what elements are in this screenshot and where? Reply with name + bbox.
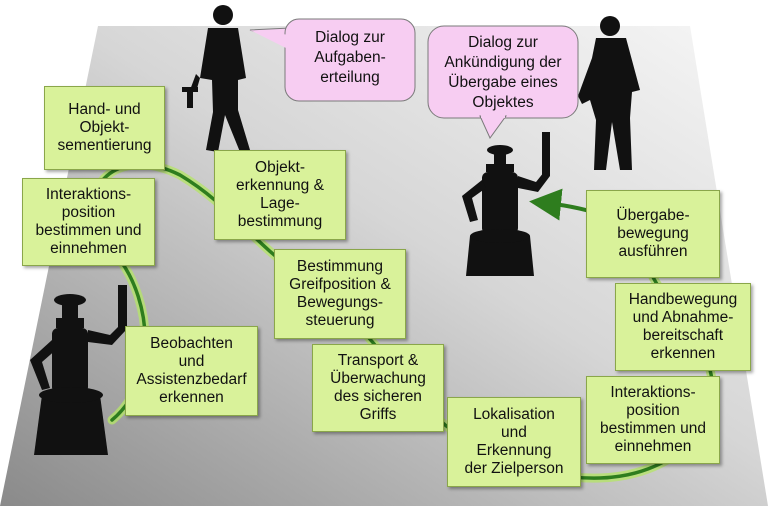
- step-observe-assist: Beobachten und Assistenzbedarf erkennen: [125, 326, 258, 416]
- step-interaction-position-1: Interaktions- position bestimmen und ein…: [22, 178, 155, 266]
- speech-bubble-handover: [427, 25, 579, 139]
- step-hand-movement: Handbewegung und Abnahme- bereitschaft e…: [615, 283, 751, 371]
- bubble-text-task: Dialog zur Aufgaben- erteilung: [314, 29, 386, 86]
- robot-left-icon: [30, 285, 127, 455]
- bubble-text-handover: Dialog zur Ankündigung der Übergabe eine…: [444, 34, 562, 111]
- worker-left-icon: [182, 5, 250, 152]
- step-handover-motion: Übergabe- bewegung ausführen: [586, 190, 720, 278]
- step-interaction-position-2: Interaktions- position bestimmen und ein…: [586, 376, 720, 464]
- robot-right-icon: [462, 132, 550, 276]
- step-hand-object-segmentation: Hand- und Objekt- sementierung: [44, 86, 165, 170]
- step-object-recognition: Objekt- erkennung & Lage- bestimmung: [214, 150, 346, 240]
- step-transport: Transport & Überwachung des sicheren Gri…: [312, 344, 444, 432]
- step-localization: Lokalisation und Erkennung der Zielperso…: [447, 397, 581, 487]
- worker-right-icon: [578, 16, 640, 170]
- step-grip-position: Bestimmung Greifposition & Bewegungs- st…: [274, 249, 406, 339]
- speech-bubble-task: [249, 18, 416, 102]
